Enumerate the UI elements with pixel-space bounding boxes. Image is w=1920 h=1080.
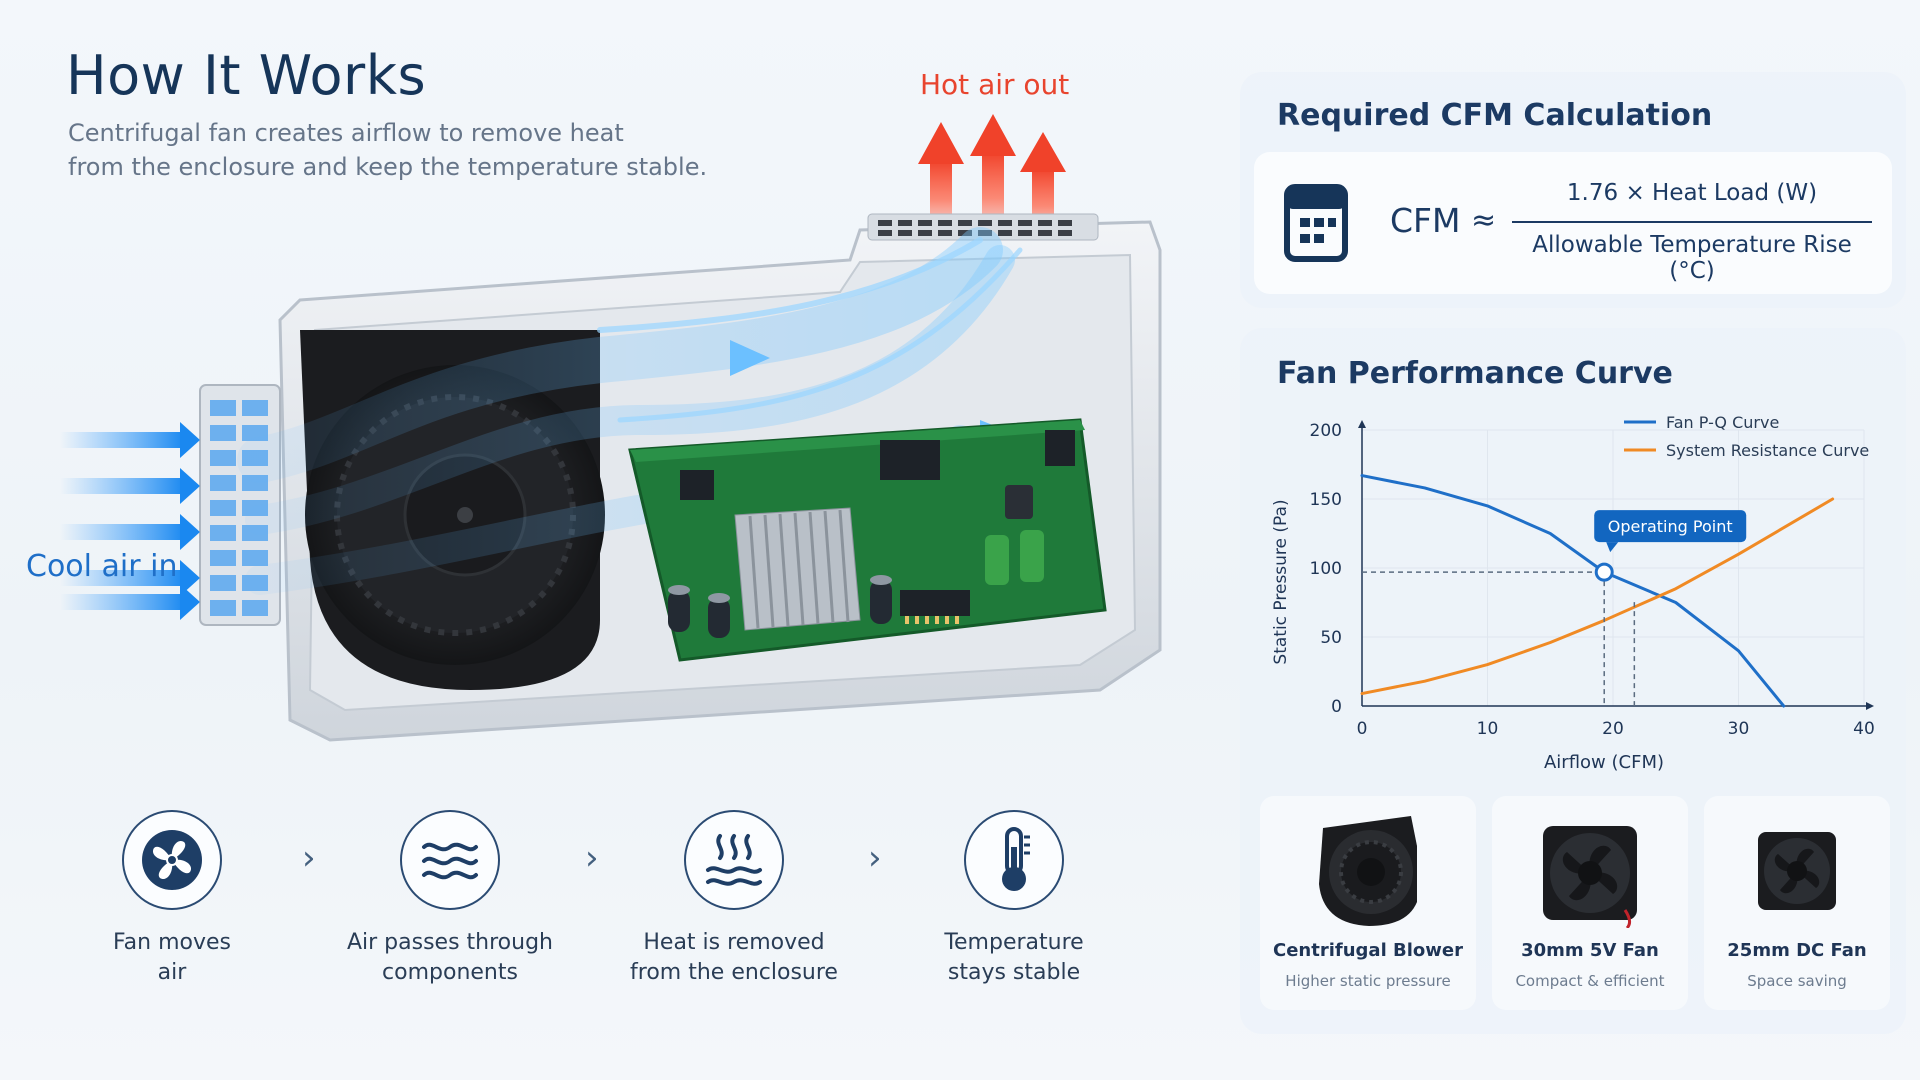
page-subtitle: Centrifugal fan creates airflow to remov… — [68, 116, 708, 184]
formula-approx: ≈ — [1471, 203, 1497, 238]
step-label: Air passes through components — [340, 928, 560, 988]
y-tick-label: 150 — [1310, 490, 1342, 510]
fan-desc: Compact & efficient — [1515, 972, 1665, 990]
operating-point-guides: Operating Point — [1362, 510, 1747, 706]
step-label-line2: air — [157, 960, 187, 985]
formula-lhs: CFM — [1390, 201, 1461, 240]
circuit-board — [628, 418, 1107, 662]
chips — [680, 430, 1075, 616]
chart-axes — [1358, 420, 1874, 710]
hot-air-label: Hot air out — [920, 68, 1070, 101]
heatsink — [734, 507, 861, 631]
chart-series — [1360, 474, 1835, 708]
x-axis-label: Airflow (CFM) — [1544, 752, 1664, 773]
step-label-line1: Heat is removed — [643, 930, 825, 955]
formula-denominator: Allowable Temperature Rise (°C) — [1532, 232, 1852, 284]
x-tick-label: 30 — [1728, 719, 1750, 739]
curve-panel-title: Fan Performance Curve — [1277, 356, 1673, 391]
chart-grid — [1362, 429, 1865, 706]
chart-ticks: 0 10 20 30 40 0 50 100 150 200 — [1310, 421, 1875, 739]
step-label-line2: from the enclosure — [630, 960, 838, 985]
cool-air-label: Cool air in — [26, 549, 178, 584]
capacitors — [668, 485, 1044, 638]
series-line-system-resistance — [1360, 497, 1835, 696]
y-tick-label: 200 — [1310, 421, 1342, 441]
step-heat-removed: Heat is removed from the enclosure — [624, 810, 844, 988]
x-tick-label: 10 — [1477, 719, 1499, 739]
step-label-line1: Air passes through — [346, 930, 553, 955]
chevron-right-icon: › — [868, 838, 882, 878]
fan-name: 25mm DC Fan — [1727, 940, 1867, 961]
axial-fan-30mm-image — [1543, 826, 1637, 928]
heat-icon — [684, 810, 784, 910]
step-fan-moves-air: Fan moves air — [62, 810, 282, 988]
y-tick-label: 100 — [1310, 559, 1342, 579]
x-tick-label: 40 — [1853, 719, 1875, 739]
fan-desc: Higher static pressure — [1285, 972, 1451, 990]
enclosure-illustration — [60, 114, 1162, 742]
step-label: Temperature stays stable — [904, 928, 1124, 988]
fraction-bar — [1512, 221, 1872, 223]
centrifugal-blower-image — [1319, 816, 1417, 926]
step-label-line1: Fan moves — [113, 930, 231, 955]
airflow-waves-icon — [400, 810, 500, 910]
callout-pointer — [1606, 542, 1619, 553]
fan-performance-chart: 0 10 20 30 40 0 50 100 150 200 Operating Point Fa… — [1271, 413, 1875, 773]
fan-card-centrifugal[interactable]: Centrifugal Blower Higher static pressur… — [1260, 796, 1476, 1010]
x-tick-label: 0 — [1357, 719, 1368, 739]
thermometer-icon — [964, 810, 1064, 910]
fan-desc: Space saving — [1747, 972, 1847, 990]
subtitle-line-1: Centrifugal fan creates airflow to remov… — [68, 119, 624, 147]
y-axis-label: Static Pressure (Pa) — [1271, 499, 1291, 664]
operating-point-callout — [1594, 510, 1747, 543]
step-label-line2: stays stable — [947, 960, 1081, 985]
fan-card-25mm[interactable]: 25mm DC Fan Space saving — [1704, 796, 1890, 1010]
axial-fan-25mm-image — [1758, 832, 1836, 910]
series-line-fan-pq — [1360, 474, 1786, 708]
cool-air-arrows — [60, 422, 200, 620]
fan-name: Centrifugal Blower — [1273, 940, 1463, 961]
chevron-right-icon: › — [585, 838, 599, 878]
step-label: Heat is removed from the enclosure — [624, 928, 844, 988]
step-label: Fan moves air — [62, 928, 282, 988]
y-axis-arrow — [1358, 420, 1366, 428]
fan-name: 30mm 5V Fan — [1521, 940, 1659, 961]
x-tick-label: 20 — [1602, 719, 1624, 739]
operating-point-label: Operating Point — [1608, 517, 1733, 536]
cfm-panel-title: Required CFM Calculation — [1277, 98, 1713, 133]
calculator-icon — [1284, 184, 1348, 262]
step-label-line2: components — [382, 960, 518, 985]
y-tick-label: 50 — [1320, 628, 1342, 648]
fan-icon — [122, 810, 222, 910]
formula-card — [1254, 152, 1892, 294]
formula-numerator: 1.76 × Heat Load (W) — [1566, 180, 1818, 206]
step-temperature-stable: Temperature stays stable — [904, 810, 1124, 988]
operating-point-marker — [1594, 562, 1614, 582]
fan-card-30mm[interactable]: 30mm 5V Fan Compact & efficient — [1492, 796, 1688, 1010]
chevron-right-icon: › — [302, 838, 316, 878]
page-title: How It Works — [66, 44, 427, 107]
y-tick-label: 0 — [1331, 697, 1342, 717]
step-label-line1: Temperature — [944, 930, 1084, 955]
legend-label: Fan P-Q Curve — [1666, 413, 1779, 432]
subtitle-line-2: from the enclosure and keep the temperat… — [68, 153, 708, 181]
legend-label: System Resistance Curve — [1666, 441, 1869, 460]
step-air-passes: Air passes through components — [340, 810, 560, 988]
x-axis-arrow — [1866, 702, 1874, 710]
